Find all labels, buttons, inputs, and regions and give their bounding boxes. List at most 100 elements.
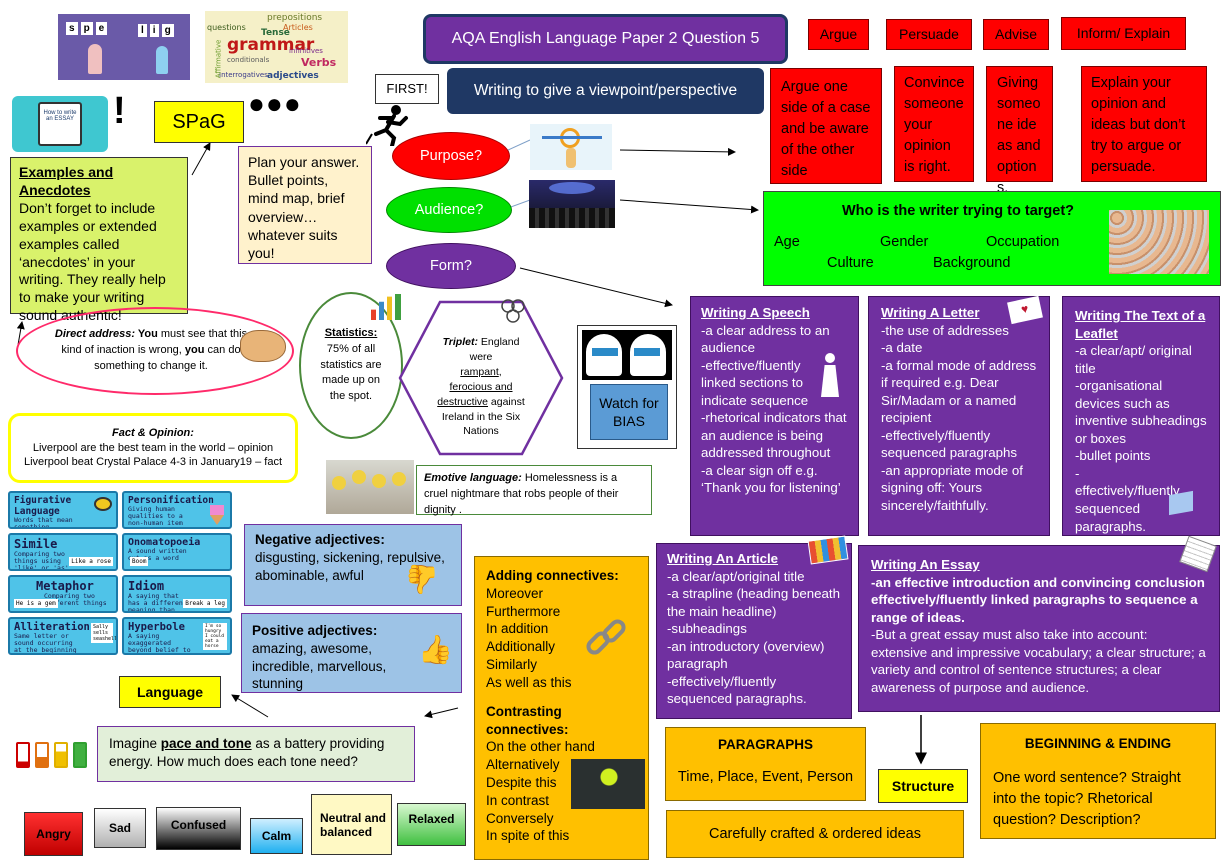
letter-line: -effectively/fluently sequenced paragrap… [881,427,1018,461]
bee-icon [94,497,112,511]
tone-relaxed: Relaxed [397,803,466,846]
newspaper-icon [807,535,849,565]
audience-background: Background [933,255,1011,271]
tone-calm: Calm [250,818,303,854]
purpose-oval: Purpose? [392,132,510,180]
paragraphs-box: PARAGRAPHS Time, Place, Event, Person [665,727,866,801]
purpose-advise-desc: Giving someone ideas and options. [986,66,1053,196]
speech-line: -effective/fluently linked sections to i… [701,357,809,408]
battery-full-icon [73,742,87,768]
tone-confused: Confused [156,807,241,850]
chain-link-icon [586,619,626,655]
article-title: Writing An Article [667,551,779,566]
purpose-persuade-heading: Persuade [886,19,972,50]
connective: In contrast [486,792,550,808]
essay-body: -But a great essay must also take into a… [871,627,1206,695]
essay-bold: -an effective introduction and convincin… [871,574,1205,625]
article-box: Writing An Article -a clear/apt/original… [656,535,852,719]
beginning-ending-box: BEGINNING & ENDING One word sentence? St… [980,723,1216,839]
triplet-post: against Ireland in the Six Nations [441,395,525,438]
envelope-heart-icon: ♥ [1007,295,1043,325]
leaflet-line: -effectively/fluently sequenced paragrap… [1075,465,1180,534]
battery-mid-icon [35,742,49,768]
example-badge: Break a leg [183,599,227,608]
word: Interrogatives [219,71,268,79]
letter-title: Writing A Letter [881,305,980,320]
page-subtitle: Writing to give a viewpoint/perspective [447,68,764,114]
tablet-screen: How to write an ESSAY [38,102,82,146]
example-badge: He is a gem [14,599,58,608]
plan-box: Plan your answer. Bullet points, mind ma… [238,146,372,264]
device-name: Figurative Language [14,495,72,517]
audience-oval: Audience? [386,187,512,233]
word: questions [207,23,246,32]
tone-angry: Angry [24,812,83,856]
paragraphs-heading: PARAGRAPHS [717,737,813,752]
article-line: -a clear/apt/original title [667,568,805,584]
folded-leaflet-icon [1169,490,1193,516]
word: Affirmative [214,39,223,79]
person-figure-icon [156,46,168,74]
connective: Conversely [486,810,554,826]
crafted-ideas-box: Carefully crafted & ordered ideas [666,810,964,858]
statistics-oval: Statistics: 75% of all statistics are ma… [299,292,403,439]
battery-icons [16,742,87,768]
structure-label: Structure [878,769,968,803]
word: prepositions [267,13,323,23]
example-badge: Sally sells seashells [91,623,118,643]
examples-box: Examples and Anecdotes Don’t forget to i… [10,157,188,323]
speech-box: Writing A Speech -a clear address to an … [690,296,859,536]
battery-high-icon [54,742,68,768]
battery-low-icon [16,742,30,768]
positive-adjectives-box: Positive adjectives: amazing, awesome, i… [241,613,462,693]
word: conditionals [227,56,270,64]
pace-pre: Imagine [109,736,161,751]
letter-tile: l [138,24,147,37]
exclamation-mark: ! [113,90,126,132]
device-name: Personification [128,495,214,506]
triplet-spiral-icon [501,299,525,323]
runner-icon [366,105,408,146]
letter-tile: p [80,22,93,35]
direct-address-ellipse: Direct address: You must see that this k… [16,307,294,395]
purpose-argue-desc: Argue one side of a case and be aware of… [770,68,882,184]
pace-bold: pace and tone [160,736,252,751]
bias-label: Watch for BIAS [590,384,668,440]
audience-gender: Gender [880,234,929,250]
audience-crowd-image [529,180,615,228]
speech-line: -a clear address to an audience [701,322,830,356]
device-name: Idiom [128,579,165,593]
direct-address-you: You [137,328,158,341]
pointing-hand-icon [240,330,286,362]
fact-opinion-heading: Fact & Opinion: [112,426,194,439]
connective: Additionally [486,639,556,655]
direct-address-you2: you [184,344,205,357]
leaflet-box: Writing The Text of a Leaflet -a clear/a… [1062,296,1220,536]
essay-title: Writing An Essay [871,557,980,572]
triplet-word2: ferocious and [449,380,513,393]
pace-post: as a battery providing energy. How much … [109,736,385,769]
connective: Furthermore [486,603,561,619]
connective: As well as this [486,674,572,690]
letter-line: -a date [881,340,923,356]
statistics-label: Statistics: [324,326,378,339]
speech-line: -a clear sign off e.g. ‘Thank you for li… [701,462,841,496]
thumbs-up-icon: 👍 [418,634,453,665]
spelling-image: s p e l i g [58,14,190,80]
purpose-persuade-desc: Convince someone your opinion is right. [894,66,974,182]
statistics-body: 75% of all statistics are made up on the… [320,342,382,403]
audience-culture: Culture [827,255,874,271]
language-label: Language [119,676,221,708]
device-desc: A sound written out as a word [128,547,187,563]
grammar-word: grammar [227,35,315,55]
device-name: Simile [14,537,58,551]
essay-box: Writing An Essay -an effective introduct… [858,535,1220,712]
article-line: -effectively/fluently sequenced paragrap… [667,673,807,707]
purpose-inform-heading: Inform/ Explain [1061,17,1186,50]
letter-line: -the use of addresses [881,322,1009,338]
